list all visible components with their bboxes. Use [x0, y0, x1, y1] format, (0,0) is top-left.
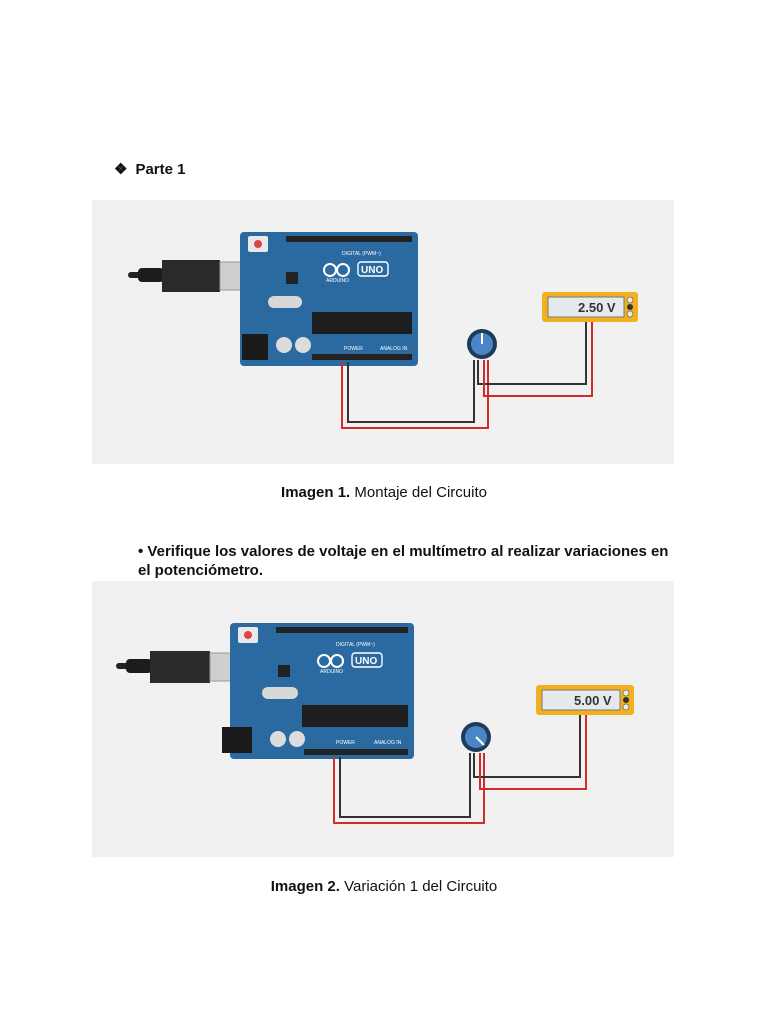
analog-label: ANALOG IN [380, 346, 408, 352]
instruction-text: • Verifique los valores de voltaje en el… [138, 543, 669, 579]
arduino-logo-icon [317, 654, 344, 668]
power-label: POWER [344, 346, 363, 352]
section-title: Parte 1 [135, 160, 186, 178]
digital-label: DIGITAL (PWM~) [336, 642, 375, 648]
arduino-logo-icon [323, 263, 350, 277]
caption-text: Variación 1 del Circuito [339, 878, 498, 895]
arduino-board: DIGITAL (PWM~) UNO ARDUINO POWER ANALOG … [240, 232, 418, 366]
caption-label: Imagen 1. [281, 484, 351, 501]
wires [341, 322, 593, 429]
circuit-diagram-2: DIGITAL (PWM~) UNO ARDUINO POWER ANALOG … [116, 623, 634, 824]
caption-image-1: Imagen 1. Montaje del Circuito [0, 484, 768, 501]
circuit-diagram-1: DIGITAL (PWM~) UNO ARDUINO POWER ANALOG … [128, 232, 638, 429]
wires [333, 715, 587, 824]
section-heading: ❖ Parte 1 [114, 160, 186, 179]
usb-cable-icon [128, 260, 245, 292]
circuit-image-2: DIGITAL (PWM~) UNO ARDUINO POWER ANALOG … [92, 581, 674, 857]
meter-reading: 5.00 V [574, 693, 612, 708]
multimeter: 2.50 V [542, 292, 638, 322]
power-label: POWER [336, 740, 355, 746]
board-model-label: UNO [361, 265, 383, 276]
board-model-label: UNO [355, 656, 377, 667]
caption-label: Imagen 2. [270, 878, 340, 895]
caption-text: Montaje del Circuito [350, 484, 487, 501]
usb-cable-icon [116, 651, 237, 683]
potentiometer-icon [467, 329, 497, 359]
analog-label: ANALOG IN [374, 740, 402, 746]
circuit-image-1: DIGITAL (PWM~) UNO ARDUINO POWER ANALOG … [92, 200, 674, 464]
digital-label: DIGITAL (PWM~) [342, 251, 381, 257]
arduino-board: DIGITAL (PWM~) UNO ARDUINO POWER ANALOG … [222, 623, 414, 759]
caption-image-2: Imagen 2. Variación 1 del Circuito [0, 878, 768, 895]
potentiometer-icon [461, 722, 491, 752]
meter-reading: 2.50 V [578, 300, 616, 315]
brand-label: ARDUINO [326, 278, 349, 284]
brand-label: ARDUINO [320, 669, 343, 675]
diamond-bullet-icon: ❖ [114, 161, 128, 178]
multimeter: 5.00 V [536, 685, 634, 715]
